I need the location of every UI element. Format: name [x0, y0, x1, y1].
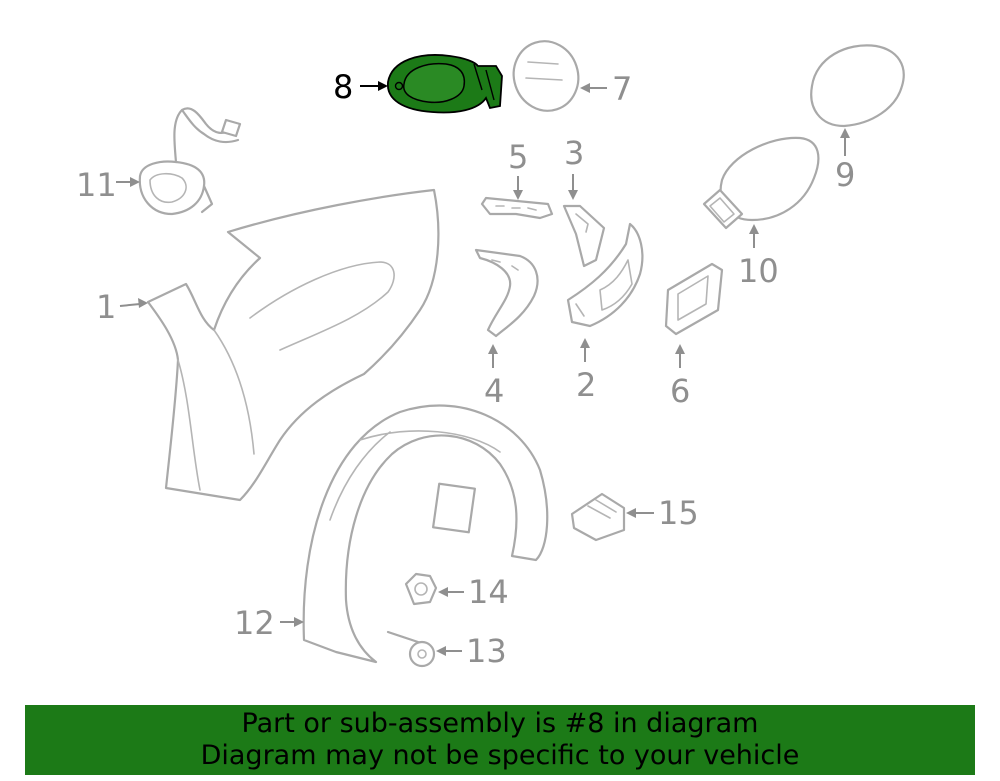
callout-6: 6	[670, 344, 690, 410]
part-11-actuator[interactable]	[138, 107, 242, 216]
callout-1-label: 1	[96, 288, 116, 326]
part-13-push-pin[interactable]	[386, 630, 436, 668]
part-14-nut[interactable]	[404, 572, 438, 606]
part-9-cap[interactable]	[810, 44, 905, 128]
part-12-wheelhouse-liner[interactable]	[302, 404, 549, 664]
callout-2: 2	[576, 338, 596, 404]
callout-13: 13	[436, 632, 507, 670]
callout-14-label: 14	[468, 573, 509, 611]
callout-10: 10	[738, 224, 779, 290]
callout-7-label: 7	[612, 70, 632, 108]
info-banner: Part or sub-assembly is #8 in diagram Di…	[25, 705, 975, 775]
callout-15: 15	[626, 494, 699, 532]
part-8-fuel-door[interactable]	[387, 54, 503, 114]
part-1-quarter-panel[interactable]	[146, 188, 440, 502]
callout-8-label: 8	[333, 68, 353, 106]
callout-5-label: 5	[508, 138, 528, 176]
callout-8: 8	[333, 68, 388, 106]
callout-12-label: 12	[234, 604, 275, 642]
banner-line-1: Part or sub-assembly is #8 in diagram	[241, 708, 759, 739]
callout-9-label: 9	[835, 156, 855, 194]
callout-3: 3	[564, 134, 584, 200]
callout-4: 4	[484, 344, 504, 410]
part-10-filler-cover[interactable]	[702, 136, 820, 230]
callout-1: 1	[96, 288, 148, 326]
callout-12: 12	[234, 604, 304, 642]
callout-10-label: 10	[738, 252, 779, 290]
parts-diagram: 8 7 9 10 11 5 3 4 2	[76, 33, 905, 670]
callout-11-label: 11	[76, 166, 117, 204]
callout-7: 7	[580, 70, 632, 108]
part-4-curved-bracket[interactable]	[474, 248, 539, 338]
part-6-filler-frame[interactable]	[664, 262, 724, 336]
callout-3-label: 3	[564, 134, 584, 172]
callout-2-label: 2	[576, 366, 596, 404]
part-2-filler-housing[interactable]	[566, 222, 644, 328]
banner-line-2: Diagram may not be specific to your vehi…	[200, 740, 800, 771]
callout-14: 14	[438, 573, 509, 611]
part-3-bracket[interactable]	[562, 204, 606, 268]
part-15-clip[interactable]	[570, 492, 626, 542]
callout-13-label: 13	[466, 632, 507, 670]
callout-5: 5	[508, 138, 528, 200]
callout-11: 11	[76, 166, 140, 204]
callout-4-label: 4	[484, 372, 504, 410]
part-5-bracket[interactable]	[480, 196, 554, 220]
callout-6-label: 6	[670, 372, 690, 410]
part-7-fuel-door-cover[interactable]	[505, 33, 587, 119]
callout-9: 9	[835, 128, 855, 194]
callout-15-label: 15	[658, 494, 699, 532]
